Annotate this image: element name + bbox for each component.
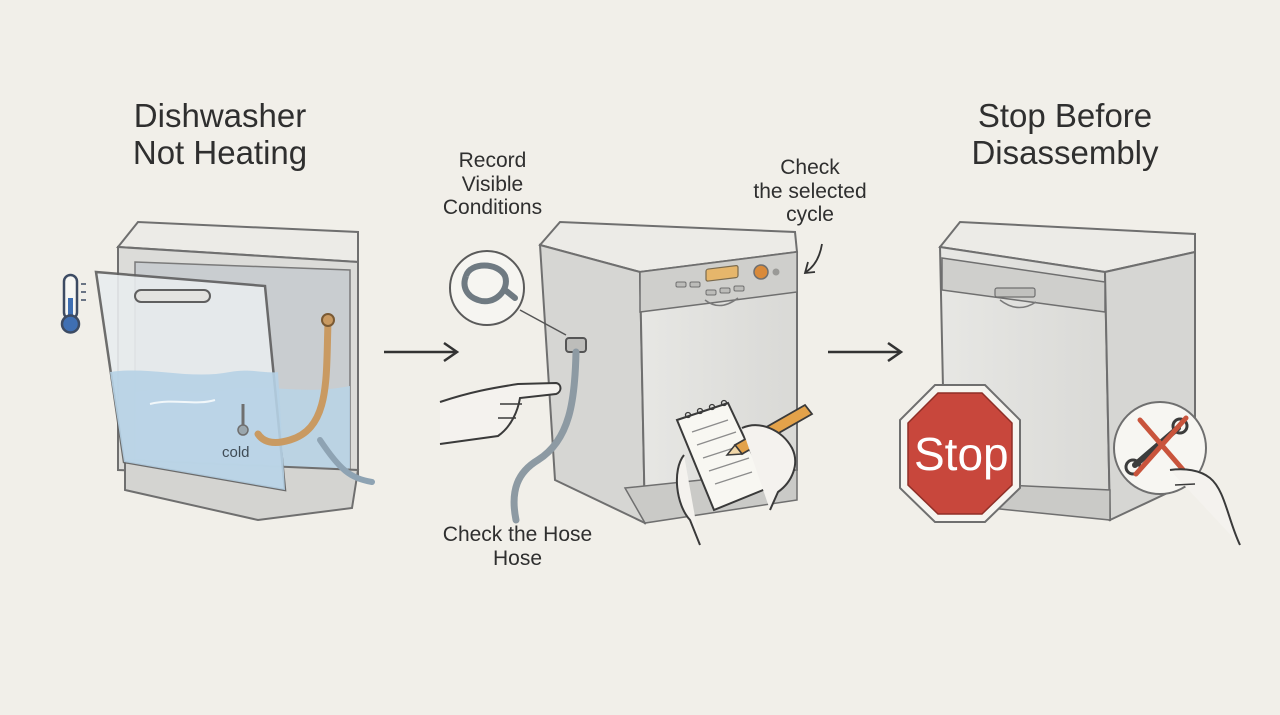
stop-sign-text: Stop (914, 428, 1009, 480)
stop-sign (899, 384, 1021, 523)
arrow-right-icon (384, 341, 460, 363)
notepad-icon (675, 399, 770, 546)
wrench-icon (1113, 401, 1241, 546)
pointing-hand (439, 381, 562, 445)
hose-icon (449, 250, 567, 336)
cycle-callout-arrow (803, 243, 823, 275)
check-cycle-note: Check the selected cycle (753, 156, 867, 227)
thermometer-icon (60, 273, 86, 334)
arrow-right-icon (828, 341, 904, 363)
check-hose-note: Check the Hose Hose (442, 523, 593, 570)
step1-title: Dishwasher Not Heating (132, 97, 308, 171)
dishwasher-1 (94, 220, 375, 522)
step3-title: Stop Before Disassembly (971, 97, 1159, 171)
pencil-icon (725, 403, 814, 511)
record-conditions-note: Record Visible Conditions (442, 149, 543, 220)
cold-label: cold (222, 444, 250, 461)
